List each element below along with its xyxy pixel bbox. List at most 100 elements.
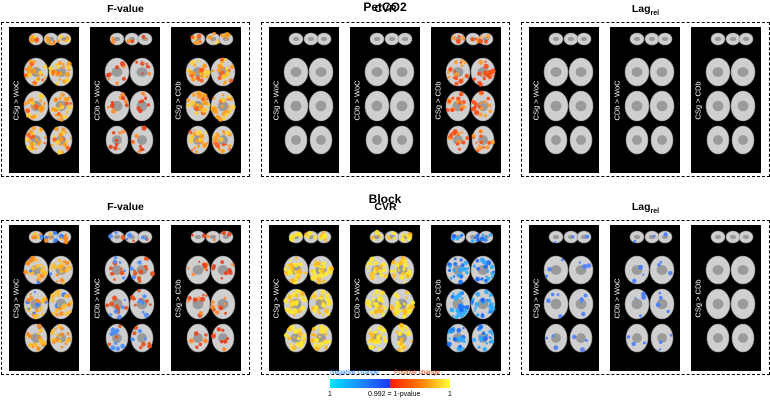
activation-blob [51, 109, 54, 113]
activation-blob [48, 232, 53, 236]
activation-blob [196, 33, 202, 39]
activation-blob [34, 37, 40, 43]
activation-blob [481, 233, 485, 236]
activation-blob [138, 269, 144, 275]
activation-blob [453, 70, 457, 73]
activation-blob [663, 232, 668, 237]
activation-blob [458, 269, 462, 273]
brain-panel: CSg > WoC [269, 225, 339, 371]
activation-blob [218, 137, 224, 142]
activation-blob [472, 77, 477, 81]
activation-blob [319, 324, 324, 330]
activation-blob [226, 337, 230, 341]
activation-blob [297, 336, 300, 340]
activation-blob [634, 297, 637, 300]
activation-blob [368, 341, 371, 344]
activation-blob [456, 96, 461, 101]
activation-blob [219, 33, 224, 37]
activation-blob [226, 95, 231, 99]
activation-blob [401, 346, 406, 350]
activation-blob [29, 295, 34, 301]
activation-blob [145, 64, 149, 69]
activation-blob [200, 72, 203, 76]
brain-slices [445, 32, 496, 155]
activation-blob [65, 139, 69, 143]
activation-blob [201, 141, 204, 144]
activation-blob [451, 234, 456, 239]
activation-blob [370, 235, 375, 240]
activation-blob [139, 345, 143, 350]
activation-blob [193, 331, 199, 336]
brain-slice-core [552, 36, 560, 42]
activation-blob [206, 234, 210, 239]
activation-blob [322, 314, 325, 317]
activation-blob [55, 273, 59, 277]
activation-blob [137, 150, 141, 154]
activation-blob [60, 345, 64, 349]
activation-blob [196, 103, 200, 107]
activation-blob [485, 333, 489, 337]
activation-blob [27, 72, 33, 78]
activation-blob [480, 277, 484, 281]
activation-blob [475, 38, 478, 40]
activation-blob [319, 341, 324, 347]
colorbar-tick-right: 1 [448, 391, 452, 398]
activation-blob [191, 76, 196, 82]
activation-blob [192, 93, 196, 97]
activation-blob [59, 237, 63, 240]
group-title: CVR [374, 200, 397, 213]
activation-blob [456, 142, 460, 146]
activation-blob [218, 305, 224, 311]
activation-blob [475, 291, 481, 297]
activation-blob [124, 103, 129, 108]
activation-blob [490, 339, 495, 344]
activation-blob [58, 336, 62, 339]
activation-blob [38, 328, 43, 333]
activation-blob [62, 62, 65, 66]
activation-blob [572, 334, 577, 340]
activation-blob [289, 343, 293, 347]
activation-blob [137, 260, 142, 265]
activation-blob [216, 148, 219, 151]
activation-blob [144, 38, 147, 41]
activation-blob [121, 96, 126, 101]
activation-blob [51, 262, 57, 268]
activation-blob [111, 39, 116, 44]
activation-blob [205, 269, 209, 272]
activation-blob [54, 63, 60, 68]
contrast-label: CSg > WoC [11, 278, 21, 318]
activation-blob [375, 229, 379, 234]
activation-blob [36, 66, 38, 69]
activation-blob [197, 78, 201, 82]
activation-blob [450, 107, 455, 113]
activation-blob [58, 96, 62, 101]
activation-blob [448, 137, 452, 141]
activation-blob [229, 64, 235, 70]
activation-blob [114, 341, 118, 345]
activation-blob [221, 130, 226, 134]
activation-blob [66, 61, 72, 67]
activation-blob [455, 236, 460, 241]
activation-blob [112, 131, 116, 135]
activation-blob [204, 131, 207, 134]
activation-blob [57, 71, 63, 77]
colorbar-gradient [330, 379, 450, 388]
activation-blob [114, 304, 119, 309]
activation-blob [115, 81, 119, 85]
activation-blob [472, 297, 475, 301]
activation-blob [556, 293, 560, 296]
activation-blob [319, 329, 325, 335]
brain-slice-core [737, 265, 749, 275]
brain-slice-core [633, 234, 641, 240]
activation-blob [379, 309, 384, 314]
activation-blob [483, 264, 488, 270]
activation-blob [23, 269, 28, 275]
activation-blob [40, 263, 43, 267]
activation-blob [32, 311, 36, 315]
activation-blob [225, 66, 229, 71]
activation-blob [130, 140, 134, 143]
activation-blob [36, 314, 40, 317]
activation-blob [451, 237, 456, 241]
brain-slice-core [291, 333, 301, 343]
activation-blob [382, 335, 386, 339]
